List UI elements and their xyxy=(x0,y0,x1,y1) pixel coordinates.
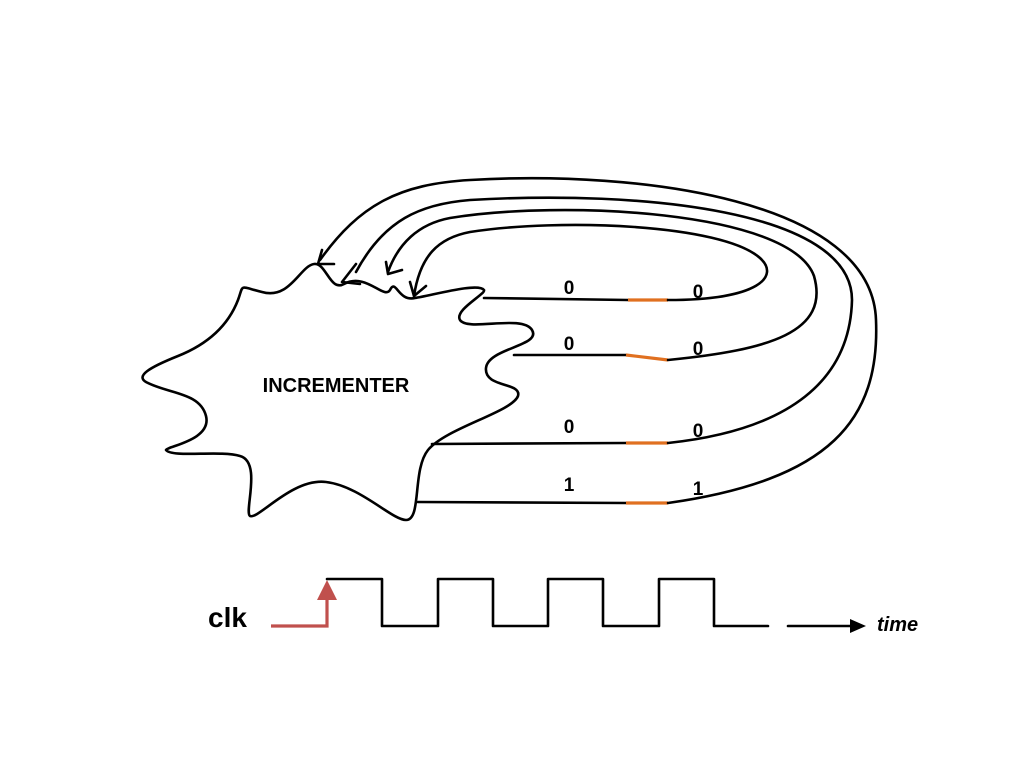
bit-input-label: 0 xyxy=(564,334,575,355)
clock-waveform xyxy=(325,577,770,628)
arrowhead-icon xyxy=(340,262,362,286)
incrementer-block: INCREMENTER xyxy=(141,262,535,522)
clock-signal: clk xyxy=(208,577,770,633)
feedback-loop-bit-1 xyxy=(386,208,818,362)
bit-wire-0 xyxy=(482,296,630,302)
time-label: time xyxy=(877,614,918,636)
bit-input-label: 1 xyxy=(564,475,575,496)
registers xyxy=(625,298,669,505)
incrementer-outline xyxy=(141,262,535,522)
clock-label: clk xyxy=(208,602,247,633)
feedback-loop-bit-3 xyxy=(318,176,878,505)
bit-wire-2 xyxy=(430,441,628,446)
rising-edge-arrow-icon xyxy=(317,580,337,600)
feedback-loop-bit-0 xyxy=(412,223,769,302)
time-arrow-icon xyxy=(850,619,866,633)
bit-input-label: 0 xyxy=(564,278,575,299)
bit-labels: 0 0 0 0 0 0 1 1 xyxy=(564,278,704,500)
bit-output-label: 0 xyxy=(693,421,704,442)
incrementer-label: INCREMENTER xyxy=(263,375,410,397)
bit-output-label: 1 xyxy=(693,479,704,500)
bit-input-label: 0 xyxy=(564,417,575,438)
time-axis: time xyxy=(786,614,918,636)
bit-wire-3 xyxy=(416,500,628,505)
register-bit-1 xyxy=(625,353,669,362)
feedback-loops xyxy=(318,176,878,505)
feedback-loop-bit-2 xyxy=(354,196,854,445)
arrowhead-icon xyxy=(384,260,404,276)
feedback-arrowheads xyxy=(316,248,428,298)
arrowhead-icon xyxy=(408,280,428,298)
bit-output-label: 0 xyxy=(693,339,704,360)
arrowhead-icon xyxy=(316,248,336,266)
bit-output-label: 0 xyxy=(693,282,704,303)
bit-wires xyxy=(416,296,630,505)
clock-rising-edge xyxy=(271,598,329,628)
